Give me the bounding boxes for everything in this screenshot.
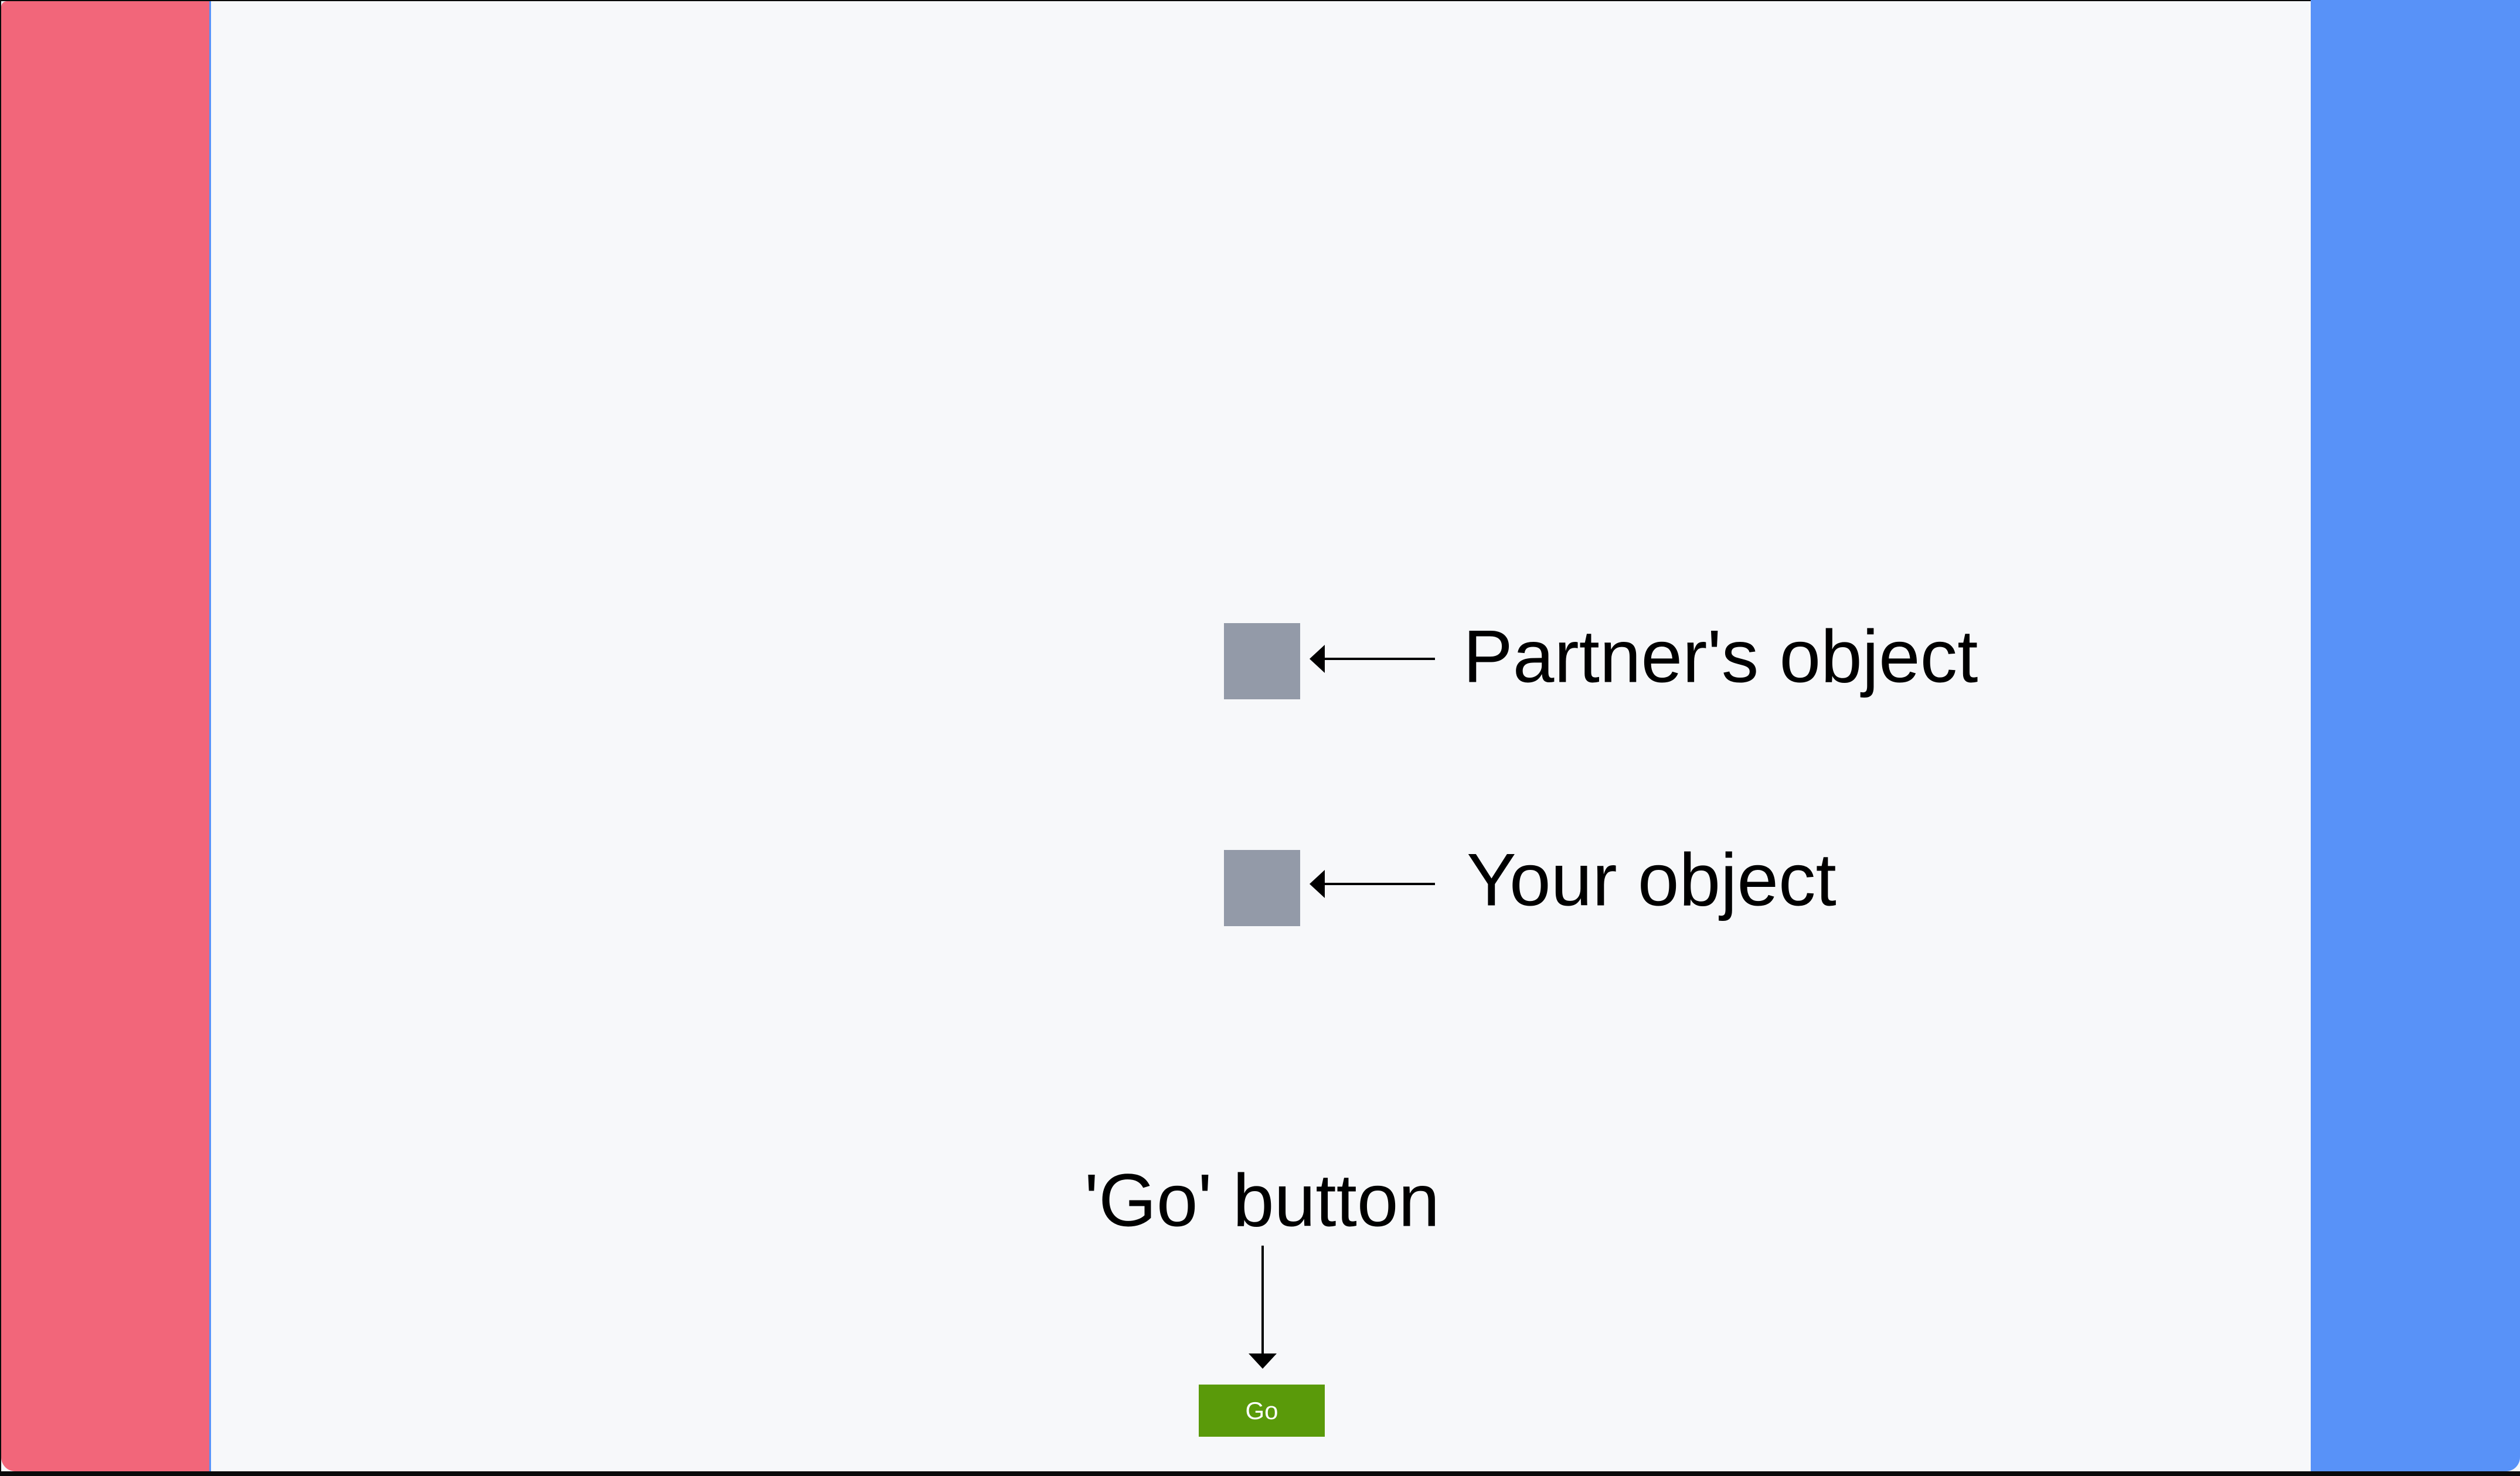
go-button-caption: 'Go' button (1084, 1158, 1440, 1242)
your-object-square[interactable] (1224, 850, 1300, 926)
zone-divider-line (209, 1, 211, 1471)
partner-object-label: Partner's object (1463, 614, 1978, 698)
your-object-label: Your object (1467, 838, 1837, 921)
arrow-left-icon (1310, 870, 1435, 898)
go-button[interactable]: Go (1199, 1385, 1325, 1437)
right-blue-zone-bar (2311, 0, 2520, 1471)
arrow-down-icon (1249, 1246, 1277, 1369)
partner-object-square (1224, 623, 1300, 699)
left-red-zone-bar (1, 1, 209, 1471)
arrow-left-icon (1310, 645, 1435, 673)
